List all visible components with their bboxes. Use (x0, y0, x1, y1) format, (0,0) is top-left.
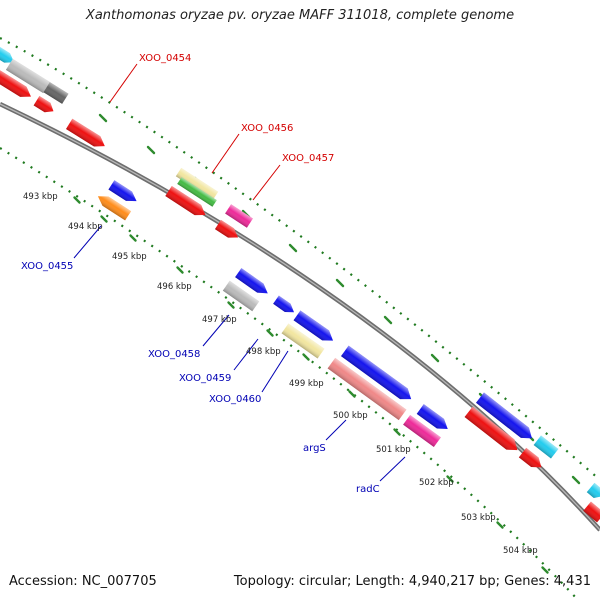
pointer-line (202, 314, 230, 347)
gene-label[interactable]: XOO_0456 (241, 123, 293, 134)
pointer-line (73, 225, 102, 259)
genome-backbone-highlight (0, 103, 600, 531)
kbp-tick-label: 503 kbp (461, 513, 496, 523)
kbp-tick-label: 498 kbp (246, 347, 281, 357)
gene-label[interactable]: XOO_0458 (148, 349, 200, 360)
gene-label[interactable]: XOO_0459 (179, 373, 231, 384)
red-gene[interactable] (165, 185, 208, 220)
topology-text: Topology: circular; Length: 4,940,217 bp… (233, 574, 591, 589)
kbp-tick-label: 501 kbp (376, 445, 411, 455)
kbp-tick-label: 502 kbp (419, 478, 454, 488)
label-pointers (73, 63, 406, 482)
kbp-tick-label: 499 kbp (289, 379, 324, 389)
pointer-line (261, 350, 289, 393)
pointer-line (379, 456, 406, 482)
darkgray-gene[interactable] (43, 82, 69, 104)
accession-text: Accession: NC_007705 (9, 574, 157, 589)
red-gene[interactable] (66, 118, 108, 151)
inner-tick (73, 196, 81, 204)
red-gene[interactable] (214, 219, 241, 242)
outer-tick (383, 315, 393, 325)
red-gene[interactable] (0, 70, 34, 101)
kbp-tick-label: 493 kbp (23, 192, 58, 202)
cream-gene[interactable] (281, 323, 325, 359)
cyan-gene[interactable] (0, 44, 17, 67)
blue-gene[interactable] (235, 268, 271, 298)
pointer-line (109, 63, 138, 103)
cyan-gene[interactable] (586, 482, 600, 501)
outer-tick (288, 243, 298, 253)
outer-tick (98, 113, 108, 123)
gene-labels: XOO_0454XOO_0456XOO_0457XOO_0455XOO_0458… (21, 53, 380, 495)
magenta-gene[interactable] (225, 204, 253, 228)
inner-tick (227, 301, 235, 309)
kbp-tick-label: 497 kbp (202, 315, 237, 325)
silver-gene[interactable] (5, 58, 51, 94)
cream-gene[interactable] (175, 167, 219, 201)
green-gene[interactable] (177, 177, 217, 207)
gene-label[interactable]: XOO_0457 (282, 153, 334, 164)
orange-gene[interactable] (95, 192, 132, 221)
blue-gene[interactable] (416, 404, 452, 434)
salmon-gene[interactable] (327, 357, 407, 421)
map-title: Xanthomonas oryzae pv. oryzae MAFF 31101… (85, 8, 515, 23)
pointer-line (211, 133, 240, 174)
gene-features (0, 44, 600, 523)
inner-tick (348, 390, 356, 398)
magenta-gene[interactable] (403, 414, 441, 448)
inner-tick (302, 353, 310, 361)
cyan-gene[interactable] (533, 435, 559, 459)
kbp-tick-label: 494 kbp (68, 222, 103, 232)
inner-tick (100, 215, 108, 223)
red-gene[interactable] (33, 96, 57, 116)
red-gene[interactable] (583, 501, 600, 523)
inner-tick (176, 266, 184, 274)
blue-gene[interactable] (293, 310, 337, 345)
pointer-line (252, 164, 281, 201)
kbp-tick-label: 500 kbp (333, 411, 368, 421)
gene-label[interactable]: XOO_0455 (21, 261, 73, 272)
kbp-tick-label: 504 kbp (503, 546, 538, 556)
outer-tick (146, 145, 156, 155)
blue-gene[interactable] (273, 295, 297, 317)
gene-label[interactable]: radC (356, 484, 380, 495)
kbp-tick-labels: 493 kbp 494 kbp 495 kbp 496 kbp 497 kbp 498 k… (23, 192, 538, 556)
blue-gene[interactable] (341, 345, 415, 405)
gene-label[interactable]: argS (303, 443, 326, 454)
pointer-line (233, 338, 259, 371)
blue-gene[interactable] (475, 392, 536, 444)
inner-tick (541, 566, 549, 574)
inner-major-ticks (73, 196, 549, 574)
gene-label[interactable]: XOO_0454 (139, 53, 191, 64)
inner-tick (496, 521, 504, 529)
red-gene[interactable] (464, 406, 522, 455)
inner-dotted-ring (0, 147, 579, 601)
inner-tick (446, 475, 454, 483)
inner-tick (266, 329, 274, 337)
red-gene[interactable] (518, 447, 545, 472)
inner-tick (129, 234, 137, 242)
inner-tick (393, 428, 401, 436)
silver-gene[interactable] (222, 280, 260, 312)
kbp-tick-label: 496 kbp (157, 282, 192, 292)
gene-label[interactable]: XOO_0460 (209, 394, 261, 405)
pointer-line (325, 419, 347, 441)
outer-tick (430, 353, 440, 363)
kbp-tick-label: 495 kbp (112, 252, 147, 262)
outer-tick (571, 475, 581, 485)
blue-gene[interactable] (108, 180, 139, 206)
outer-tick (335, 278, 345, 288)
